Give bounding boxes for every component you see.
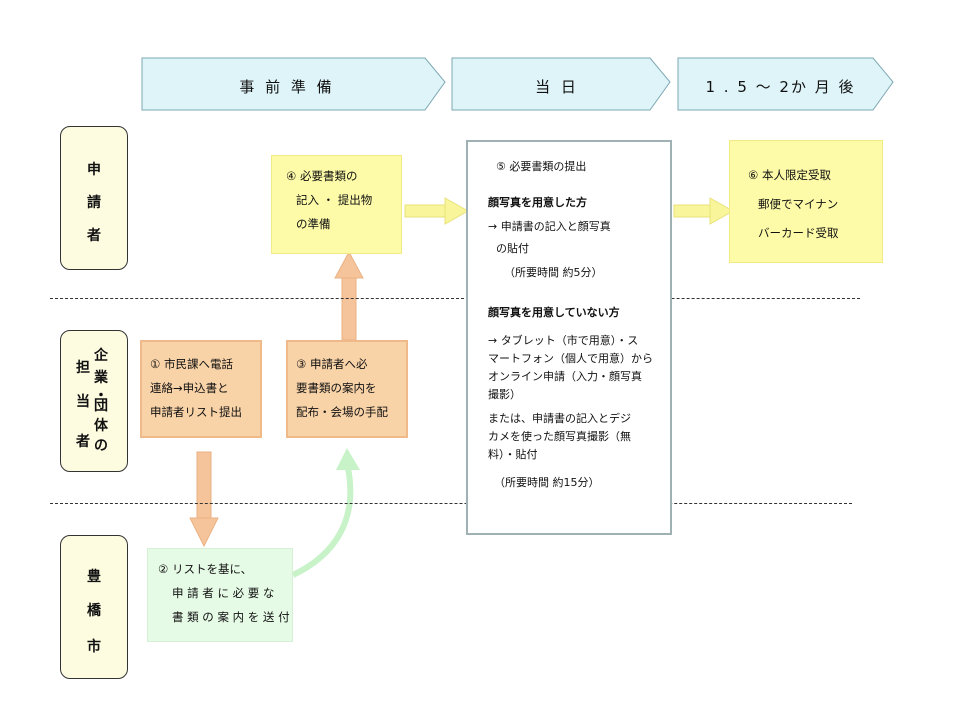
step-2-line: ② リストを基に、 (158, 562, 253, 576)
lane-applicant-char: 請 (87, 195, 101, 211)
lane-company-staff: 担 当 者 企 業 ・ 団 体 の (60, 330, 128, 472)
without-photo-heading: 顔写真を用意していない方 (488, 306, 620, 319)
without-photo-line: → タブレット（市で用意）・ス (488, 334, 639, 347)
step-5-title: ⑤ 必要書類の提出 (496, 160, 587, 173)
step-2-line: 申 請 者 に 必 要 な (172, 586, 275, 600)
step-5-box: ⑤ 必要書類の提出 顔写真を用意した方 → 申請書の記入と顔写真 の貼付 （所要… (466, 140, 672, 535)
alt-line: カメを使った顔写真撮影（無 (488, 430, 631, 443)
step-6-line: ⑥ 本人限定受取 (748, 168, 831, 182)
lane-company-char: 当 (76, 394, 90, 410)
with-photo-line: → 申請書の記入と顔写真 (488, 220, 611, 233)
step-1-line: 申請者リスト提出 (150, 405, 242, 419)
without-photo-time: （所要時間 約15分） (494, 476, 600, 489)
step-1-line: ① 市民課へ電話 (150, 357, 233, 371)
lane-city-char: 橋 (87, 603, 101, 619)
phase-label-day: 当 日 (535, 78, 579, 96)
lane-company-char: 担 (76, 360, 90, 376)
lane-divider (50, 503, 852, 504)
lane-company-char: の (94, 438, 108, 454)
step-6-line: 郵便でマイナン (758, 197, 839, 211)
phase-label-after: 1 . 5 〜 2か 月 後 (705, 78, 856, 96)
alt-line: 料）・貼付 (488, 448, 538, 461)
with-photo-heading: 顔写真を用意した方 (488, 196, 587, 209)
arrow-curve-2-to-3 (291, 448, 360, 578)
step-4-line: 記入 ・ 提出物 (296, 193, 373, 207)
lane-company-char: 団 (94, 398, 108, 414)
arrow-right-4-to-5 (404, 197, 470, 225)
phase-chevron-prep (141, 57, 446, 111)
step-1-box: ① 市民課へ電話 連絡→申込書と 申請者リスト提出 (140, 340, 262, 438)
step-3-line: 要書類の案内を (296, 381, 377, 395)
phase-chevron-day (451, 57, 671, 111)
lane-city: 豊 橋 市 (60, 535, 128, 679)
step-3-line: 配布・会場の手配 (296, 405, 388, 419)
lane-company-char: 企 (94, 348, 108, 364)
step-6-line: バーカード受取 (758, 226, 839, 240)
step-6-box: ⑥ 本人限定受取 郵便でマイナン バーカード受取 (729, 140, 883, 263)
step-4-line: の準備 (296, 217, 331, 231)
step-2-line: 書 類 の 案 内 を 送 付 (172, 610, 290, 624)
lane-company-char: 業 (94, 370, 108, 386)
with-photo-line: の貼付 (496, 242, 529, 255)
lane-company-char: 体 (94, 418, 108, 434)
without-photo-line: マートフォン（個人で用意）から (488, 352, 653, 365)
phase-chevron-after (677, 57, 894, 111)
lane-applicant: 申 請 者 (60, 126, 128, 270)
step-4-box: ④ 必要書類の 記入 ・ 提出物 の準備 (271, 155, 402, 254)
lane-company-char: ・ (94, 388, 108, 404)
step-3-line: ③ 申請者へ必 (296, 357, 368, 371)
lane-applicant-char: 申 (87, 162, 101, 178)
step-3-box: ③ 申請者へ必 要書類の案内を 配布・会場の手配 (286, 340, 408, 438)
arrow-up-3-to-4 (334, 250, 364, 341)
lane-company-char: 者 (76, 434, 90, 450)
lane-city-char: 市 (87, 639, 101, 655)
arrow-right-5-to-6 (673, 197, 735, 225)
lane-applicant-char: 者 (87, 228, 101, 244)
arrow-down-1-to-2 (189, 451, 219, 548)
without-photo-line: 撮影） (488, 388, 521, 401)
lane-city-char: 豊 (87, 569, 101, 585)
alt-line: または、申請書の記入とデジ (488, 412, 631, 425)
step-1-line: 連絡→申込書と (150, 381, 229, 395)
lane-divider (50, 298, 860, 299)
step-4-line: ④ 必要書類の (286, 169, 358, 183)
phase-label-prep: 事 前 準 備 (239, 78, 335, 96)
without-photo-line: オンライン申請（入力・顔写真 (488, 370, 642, 383)
with-photo-time: （所要時間 約5分） (504, 266, 603, 279)
step-2-box: ② リストを基に、 申 請 者 に 必 要 な 書 類 の 案 内 を 送 付 (147, 548, 293, 642)
